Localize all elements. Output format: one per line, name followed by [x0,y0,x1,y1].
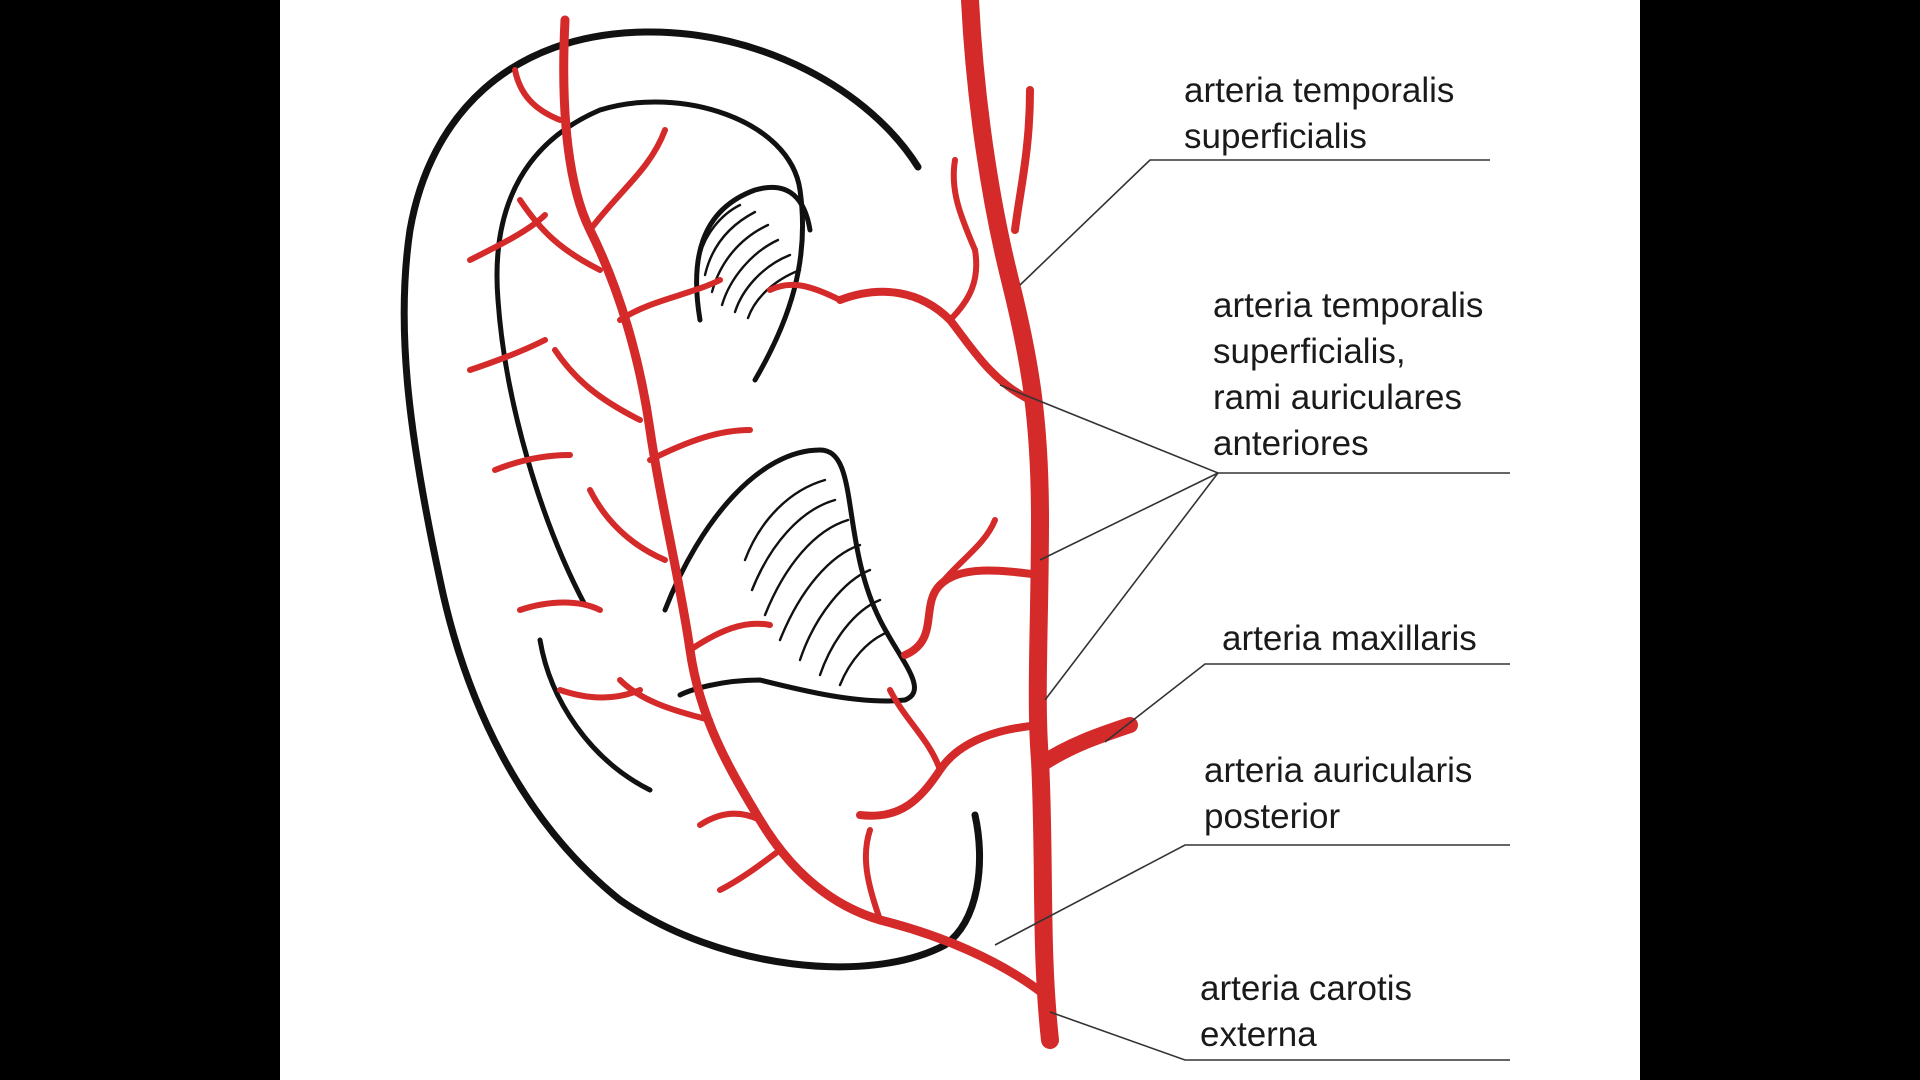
leader-rami-2 [1039,472,1219,561]
leader-rami-3 [1044,472,1219,701]
ear-upper-fossa [694,184,813,323]
artery-anterior-rami-lower [856,721,1046,820]
artery-anterior-rami-mid [901,566,1044,659]
ear-helix-outline [400,28,984,971]
ear-concha [662,447,917,704]
ear-antihelix-outline [494,99,806,608]
ear-hatching [698,203,890,687]
label-arteria-maxillaris: arteria maxillaris [1222,619,1477,658]
ear-outline [400,28,984,971]
label-arteria-carotis-externa: arteria carotis externa [1200,969,1413,1054]
artery-anterior-rami-upper [836,287,1034,404]
artery-sts-branch-top [1011,86,1034,234]
leader-lines [994,159,1510,1061]
label-arteria-auricularis-posterior: arteria auricularis posterior [1204,751,1473,836]
artery-small-branches [467,67,998,923]
leader-aur [994,844,1510,946]
artery-maxillaris [1032,717,1138,773]
diagram-panel [280,0,1640,1080]
leader-sts [1019,159,1490,286]
artery-network [467,0,1138,1049]
leader-max [1104,663,1510,743]
artery-auricular-posterior [559,15,1050,1000]
artery-carotis-externa [961,0,1059,1049]
label-arteria-temporalis-superficialis: arteria temporalis superficialis [1184,71,1455,156]
label-rami-auriculares-anteriores: arteria temporalis superficialis, rami a… [1213,286,1484,463]
leader-car [1049,1011,1510,1061]
ear-inner-helix [537,637,653,793]
